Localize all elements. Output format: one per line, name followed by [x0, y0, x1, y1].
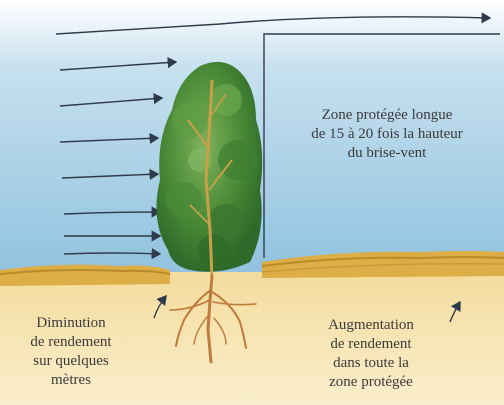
yield-decrease-label: Diminution de rendement sur quelques mèt…	[6, 314, 136, 390]
wind-arrow	[63, 206, 162, 218]
tree-roots	[169, 274, 257, 364]
wind-arrow	[61, 168, 160, 180]
yield-decrease-line-1: Diminution	[36, 315, 106, 331]
wind-arrow	[63, 248, 162, 260]
protected-zone-line-3: du brise-vent	[347, 145, 427, 161]
ground	[0, 272, 504, 405]
protected-zone-line-2: de 15 à 20 fois la hauteur	[311, 126, 463, 142]
decrease-pointer-arrow	[153, 294, 167, 319]
protected-zone-label: Zone protégée longue de 15 à 20 fois la …	[282, 106, 492, 163]
yield-increase-line-1: Augmentation	[328, 317, 414, 333]
yield-decrease-line-2: de rendement	[30, 334, 112, 350]
increase-pointer-arrow	[449, 300, 461, 323]
wind-arrow	[59, 132, 160, 144]
wind-arrow	[59, 93, 164, 107]
yield-increase-line-2: de rendement	[330, 336, 412, 352]
yield-decrease-line-3: sur quelques	[33, 353, 109, 369]
crop-strip-left	[0, 264, 170, 286]
tree	[156, 61, 263, 279]
wind-arrow-top	[55, 12, 492, 35]
wind-arrow	[59, 57, 178, 71]
protected-zone-line-1: Zone protégée longue	[321, 107, 453, 123]
yield-increase-label: Augmentation de rendement dans toute la …	[300, 316, 442, 392]
yield-increase-line-4: zone protégée	[329, 374, 413, 390]
yield-decrease-line-4: mètres	[51, 372, 91, 388]
protected-zone-line	[263, 33, 500, 258]
yield-increase-line-3: dans toute la	[333, 355, 409, 371]
